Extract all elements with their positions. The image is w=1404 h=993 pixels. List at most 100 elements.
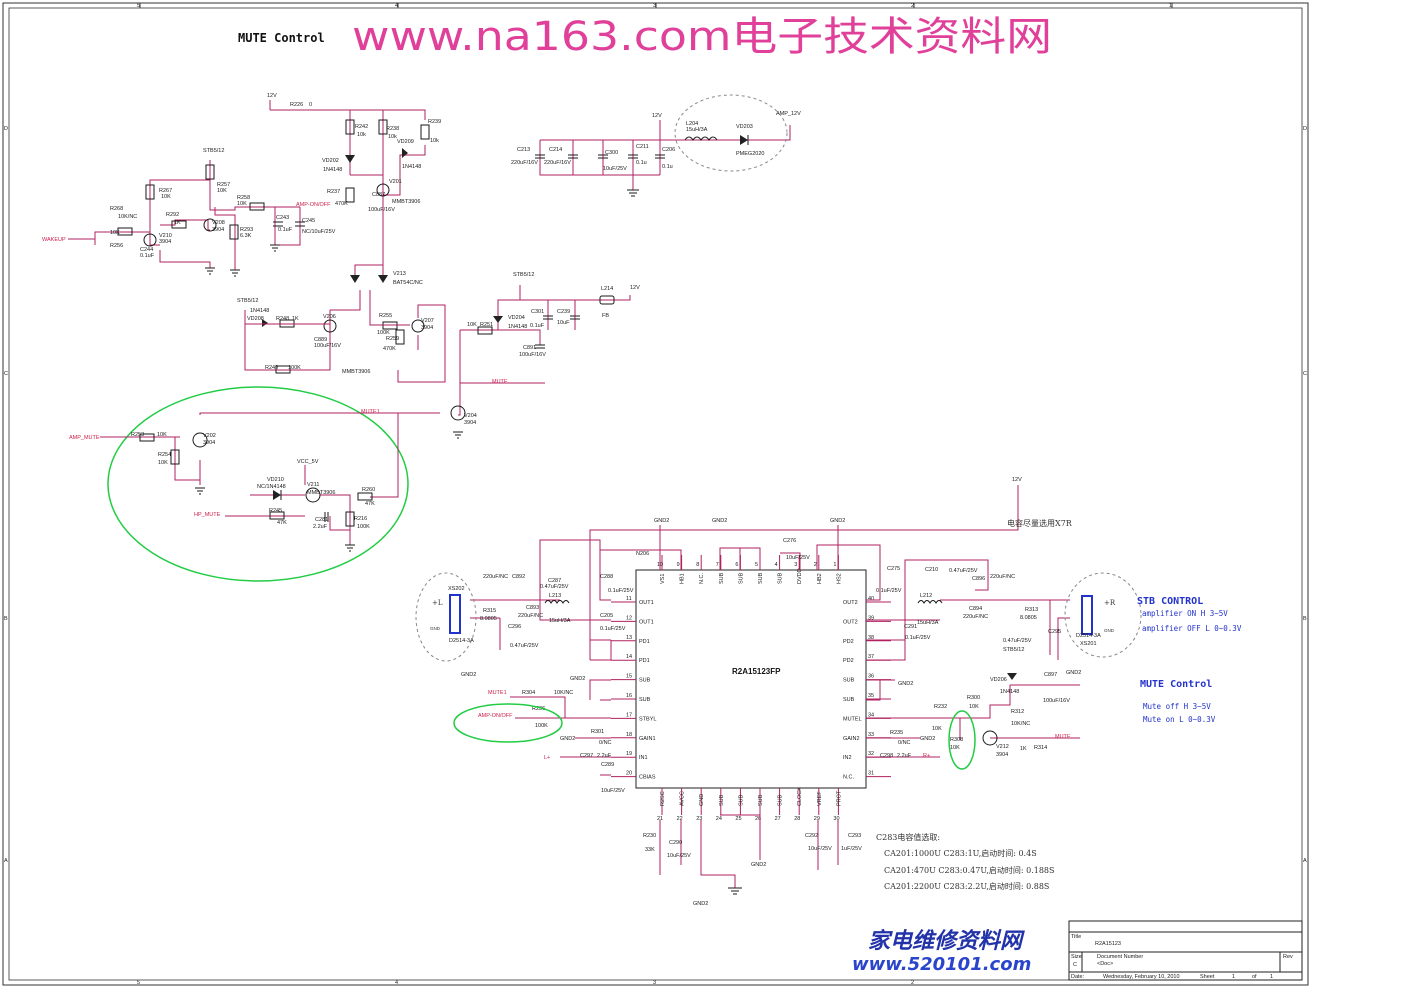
ic-right-pin-name-1: OUT2 <box>843 619 858 625</box>
r230-value: 33K <box>645 847 655 853</box>
ic-left-pin-name-2: PD1 <box>639 639 650 645</box>
gnd2-net-6: GND2 <box>560 736 575 742</box>
amp12-net: AMP_12V <box>776 111 801 117</box>
r257-ref: R257 <box>217 182 230 188</box>
c889-value: 100uF/16V <box>314 343 341 349</box>
ic-bottom-pin-name-4: SUB <box>738 794 744 806</box>
gnd2-net-4: GND2 <box>1066 670 1081 676</box>
ic-top-pin-name-2: N.C. <box>699 573 705 584</box>
v12-net-4: 12V <box>1012 477 1022 483</box>
c288-ref: C288 <box>600 574 613 580</box>
frame-col-4-bottom: 4 <box>395 980 398 986</box>
c290-value: 10uF/25V <box>667 853 691 859</box>
ic-bottom-pin-name-7: CLOCK <box>797 787 803 806</box>
c301-ref: C301 <box>531 309 544 315</box>
r267-value: 10K <box>161 194 171 200</box>
stb5-net-2: STB5/12 <box>237 298 258 304</box>
vd209-value: 1N4148 <box>402 164 421 170</box>
ic-left-pin-name-0: OUT1 <box>639 600 654 606</box>
ic-top-pin-num-9: 1 <box>833 562 836 568</box>
vcc5-net: VCC_5V <box>297 459 319 465</box>
vd208-value: 1N4148 <box>250 308 269 314</box>
vd210-value: NC/1N4148 <box>257 484 286 490</box>
c245-value: NC/10uF/25V <box>302 229 336 235</box>
ic-right-pin-name-5: SUB <box>843 697 855 703</box>
c293-value: 1uF/25V <box>841 846 862 852</box>
ic-bottom-pin-name-0: R2SC <box>660 791 666 806</box>
xs201-ref: XS201 <box>1080 641 1097 647</box>
r258-value: 10K <box>237 201 247 207</box>
ic-top-pin-num-4: 6 <box>735 562 738 568</box>
ic-left-pins: OUT111OUT112PD113PD114SUB15SUB16STBYL17G… <box>611 596 656 781</box>
plus-r-label: +R <box>1104 599 1116 607</box>
ic-right-pin-name-4: SUB <box>843 678 855 684</box>
c891-value: 100uF/16V <box>519 352 546 358</box>
v201-ref: V201 <box>389 179 402 185</box>
c239-value: 10uF <box>557 320 570 326</box>
c301-value: 0.1uF <box>530 323 545 329</box>
top-power-block: 12V R226 0 R242 10k R238 10k R239 10k VD… <box>237 93 446 383</box>
c892-ref: C892 <box>512 574 525 580</box>
n206-ref: N206 <box>636 551 649 557</box>
c290-ref: C290 <box>669 840 682 846</box>
size-value: C <box>1073 962 1077 968</box>
r293-value: 6.3K <box>240 233 252 239</box>
c893-ref: C893 <box>526 605 539 611</box>
frame-col-4: 4 <box>395 3 398 9</box>
r226-value: 0 <box>309 102 312 108</box>
c245-ref: C245 <box>302 218 315 224</box>
l-plus-net: L+ <box>544 755 550 761</box>
v207-value: 3904 <box>421 325 433 331</box>
r251-value: 10K <box>467 322 477 328</box>
c243-ref: C243 <box>276 215 289 221</box>
ic-bottom-pin-name-9: PROT <box>836 790 842 806</box>
c297-value: 2.2uF <box>597 753 612 759</box>
ic-bottom-pin-num-1: 22 <box>677 816 683 822</box>
c275-value: 0.1uF/25V <box>876 588 902 594</box>
x7r-note: 电容尽量选用X7R <box>1007 518 1073 528</box>
frame-col-5: 5 <box>137 3 140 9</box>
ic-right-pins: OUT240OUT239PD238PD237SUB36SUB35MUTEL34G… <box>843 596 891 781</box>
r255-ref: R255 <box>379 313 392 319</box>
amplifier-ic: R2A15123FP N206 <box>635 551 867 789</box>
doc-number-label: Document Number <box>1097 954 1143 960</box>
wakeup-block: WAKEUP STB5/12 AMP-ON/OFF R267 10K R257 … <box>42 148 336 277</box>
gnd-label-left: GND <box>430 626 441 631</box>
doc-number-value: <Doc> <box>1097 961 1113 967</box>
ic-bottom-pin-num-5: 26 <box>755 816 761 822</box>
c893-value: 220uF/NC <box>518 613 543 619</box>
ic-top-pin-name-1: HB1 <box>680 573 686 584</box>
v202-ref: V202 <box>203 433 216 439</box>
stb-on-note: amplifier ON H 3~5V <box>1142 609 1228 618</box>
rev-label: Rev <box>1283 954 1293 960</box>
v210-value: 3904 <box>159 239 171 245</box>
v213-ref: V213 <box>393 271 406 277</box>
ic-bottom-pin-num-3: 24 <box>716 816 722 822</box>
v201-value: MMBT3906 <box>392 199 420 205</box>
frame-row-d-right: D <box>1303 126 1307 132</box>
amp-mute-net: AMP_MUTE <box>69 435 100 441</box>
c896-value: 220uF/NC <box>990 574 1015 580</box>
c283-note-row-1: CA201:1000U C283:1U,启动时间: 0.4S <box>884 848 1037 858</box>
mute-driver-block: STB5/12 12V L214 FB 10K R251 VD204 1N414… <box>450 272 640 439</box>
ic-top-pin-name-7: DVDD <box>797 568 803 584</box>
ic-right-pin-name-9: N.C. <box>843 775 854 781</box>
ic-left-pin-name-8: IN1 <box>639 755 648 761</box>
ic-right-pin-num-6: 34 <box>868 712 874 718</box>
ic-bottom-pin-num-8: 29 <box>814 816 820 822</box>
c281-value: 2.2uF <box>313 524 328 530</box>
c298-value: 2.2uF <box>897 753 912 759</box>
c891-ref: C891 <box>523 345 536 351</box>
ic-bottom-pin-num-4: 25 <box>735 816 741 822</box>
mute-control-heading: MUTE Control <box>238 31 325 45</box>
l204-ref: L204 <box>686 121 698 127</box>
gnd2-net-3: GND2 <box>830 518 845 524</box>
amp12-supply: 12V AMP_12V C213 220uF/16V C214 220uF/16… <box>511 94 801 197</box>
l214-ref: L214 <box>601 286 613 292</box>
date-value: Wednesday, February 10, 2010 <box>1103 974 1180 980</box>
ic-bottom-pins: R2SC21AVCC22GND23SUB24SUB25SUB26SUB27CLO… <box>657 787 842 822</box>
c206-ref: C206 <box>662 147 675 153</box>
ic-left-pin-name-6: STBYL <box>639 716 656 722</box>
watermark-top: www.na163.com电子技术资料网 <box>352 14 1052 60</box>
c213-value: 220uF/16V <box>511 160 538 166</box>
